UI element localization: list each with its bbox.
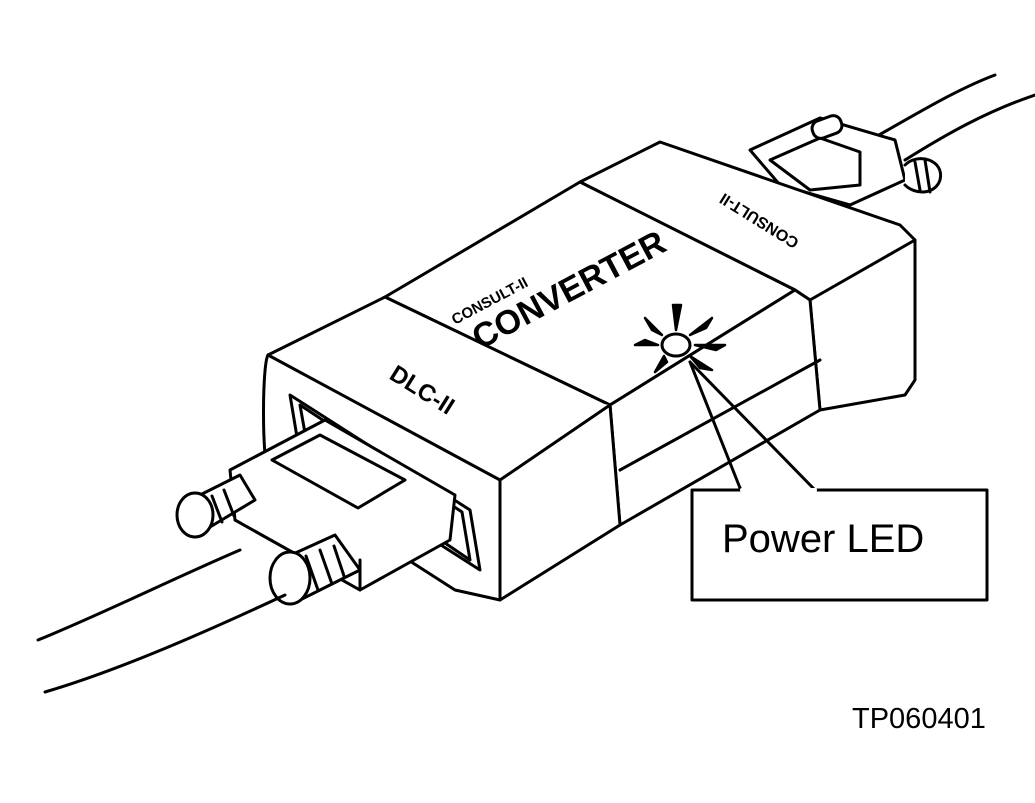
upper-cable xyxy=(868,73,1035,162)
figure-id: TP060401 xyxy=(852,703,986,735)
power-led-callout xyxy=(688,360,989,602)
lower-cable xyxy=(36,548,287,694)
lower-screw-right xyxy=(268,533,362,606)
lower-connector xyxy=(175,418,457,606)
upper-connector xyxy=(748,114,943,207)
callout-box xyxy=(690,488,989,602)
power-led-icon xyxy=(633,303,727,374)
lower-screw-left xyxy=(175,473,257,539)
power-led-label: Power LED xyxy=(722,517,924,561)
